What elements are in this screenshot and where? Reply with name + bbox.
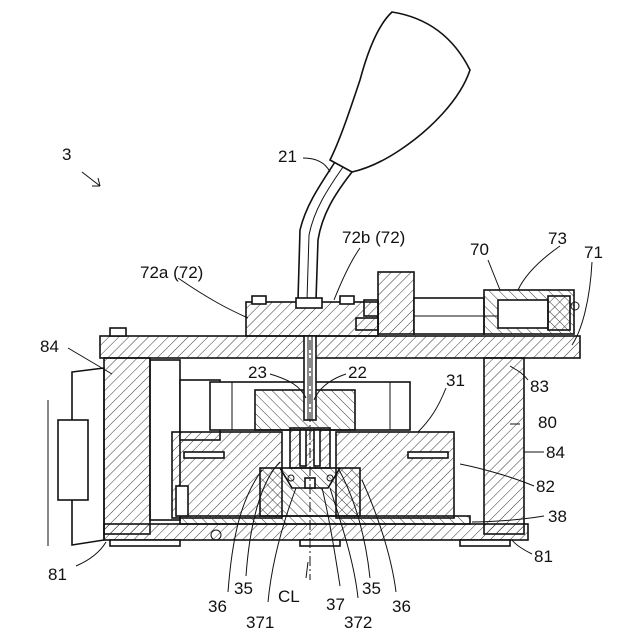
clamp-assembly [246, 296, 378, 336]
post-right [484, 358, 524, 534]
label-71: 71 [584, 243, 603, 262]
label-figure-number: 3 [62, 145, 71, 164]
label-cl: CL [278, 587, 300, 606]
label-81-right: 81 [534, 547, 553, 566]
label-81-left: 81 [48, 565, 67, 584]
post-left [104, 358, 150, 534]
label-371: 371 [246, 613, 274, 632]
label-84-left: 84 [40, 337, 59, 356]
label-70: 70 [470, 240, 489, 259]
label-31: 31 [446, 371, 465, 390]
label-37: 37 [326, 595, 345, 614]
label-36-left: 36 [208, 597, 227, 616]
label-372: 372 [344, 613, 372, 632]
label-35-left: 35 [234, 579, 253, 598]
label-38: 38 [548, 507, 567, 526]
label-22: 22 [348, 363, 367, 382]
cable-bundle [298, 12, 470, 300]
label-72b: 72b (72) [342, 228, 405, 247]
label-21: 21 [278, 147, 297, 166]
label-83: 83 [530, 377, 549, 396]
label-82: 82 [536, 477, 555, 496]
label-35-right: 35 [362, 579, 381, 598]
label-36-right: 36 [392, 597, 411, 616]
label-73: 73 [548, 229, 567, 248]
label-84-right: 84 [546, 443, 565, 462]
label-80: 80 [538, 413, 557, 432]
actuator-unit [356, 272, 579, 334]
label-72a: 72a (72) [140, 263, 203, 282]
label-23: 23 [248, 363, 267, 382]
